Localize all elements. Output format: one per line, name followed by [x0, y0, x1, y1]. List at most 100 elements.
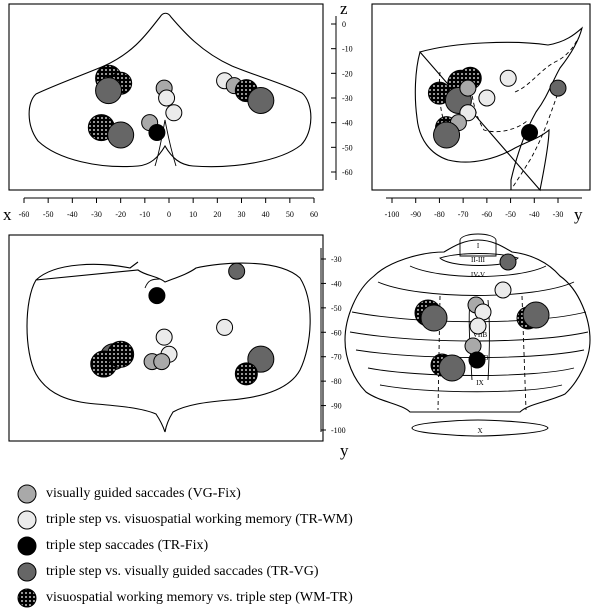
activation-point-tr-vg — [95, 77, 123, 105]
coronal-frame — [8, 3, 324, 191]
y-axis-ruler-top: -100-90-80-70-60-50-40-30 y — [385, 197, 583, 224]
y-tick-label: -90 — [410, 210, 421, 219]
lobule-label: VIIB — [473, 331, 488, 339]
activation-point-tr-vg — [438, 354, 466, 382]
z-tick-label: -10 — [342, 45, 353, 54]
activation-point-wm-tr — [107, 340, 135, 368]
activation-point-tr-wm — [216, 318, 234, 336]
y-axial-tick-label: -30 — [331, 255, 342, 264]
lobule-label: IX — [476, 379, 483, 387]
activation-point-tr-wm — [499, 69, 517, 87]
axial-points — [90, 262, 275, 386]
axial-panel — [8, 234, 324, 442]
sagittal-cerebellum-outline — [414, 26, 583, 192]
activation-point-tr-vg — [107, 121, 135, 149]
lobule-II-III — [439, 253, 519, 266]
lobule-label: I — [477, 242, 480, 250]
x-tick-label: -30 — [91, 210, 102, 219]
sagittal-frame — [371, 3, 591, 191]
lobule-label: IV-V — [471, 271, 485, 279]
z-axis-label: z — [340, 0, 348, 18]
activation-point-tr-fix — [468, 351, 486, 369]
activation-point-tr-vg — [499, 253, 517, 271]
y-axial-tick-label: -90 — [331, 402, 342, 411]
sagittal-panel — [371, 3, 591, 192]
lobule-X — [411, 419, 549, 437]
z-tick-label: -30 — [342, 94, 353, 103]
activation-point-tr-wm — [158, 89, 176, 107]
lobule-IV-V-line — [409, 265, 547, 277]
legend-label-tr-wm: triple step vs. visuospatial working mem… — [46, 512, 353, 527]
activation-point-tr-vg — [549, 79, 567, 97]
lobule-VI-line — [377, 281, 575, 296]
coronal-cerebellum-outline — [28, 12, 312, 168]
sagittal-points — [427, 66, 567, 149]
activation-point-tr-vg — [228, 262, 246, 280]
z-axis-ruler: 0-10-20-30-40-50-60 z — [331, 0, 353, 180]
coronal-panel — [8, 3, 324, 191]
legend-swatch-vg-fix — [17, 484, 37, 504]
x-tick-label: -60 — [19, 210, 30, 219]
activation-point-tr-wm — [469, 317, 487, 335]
flatmap-dash-left — [437, 295, 441, 411]
sagittal-dash-4 — [511, 87, 561, 189]
y-axial-tick-label: -70 — [331, 353, 342, 362]
y-tick-label: -40 — [529, 210, 540, 219]
sagittal-dash-2 — [469, 67, 529, 133]
activation-point-vg-fix — [459, 79, 477, 97]
x-tick-label: -50 — [43, 210, 54, 219]
flatmap-dash-right — [521, 295, 527, 411]
x-tick-label: -10 — [139, 210, 150, 219]
z-tick-label: -40 — [342, 119, 353, 128]
y-tick-label: -60 — [482, 210, 493, 219]
y-axis-label-bottom: y — [340, 441, 349, 460]
legend-swatch-wm-tr — [17, 588, 37, 608]
lobule-label: X — [477, 427, 482, 435]
legend-swatch-tr-fix — [17, 536, 37, 556]
x-tick-label: 60 — [310, 210, 318, 219]
x-tick-label: 20 — [213, 210, 221, 219]
y-axial-tick-label: -80 — [331, 377, 342, 386]
axial-cerebellum-outline — [26, 261, 311, 433]
z-tick-label: -50 — [342, 143, 353, 152]
axial-frame — [8, 234, 324, 442]
activation-point-tr-wm — [478, 89, 496, 107]
x-tick-label: 0 — [167, 210, 171, 219]
activation-point-tr-fix — [521, 124, 539, 142]
y-tick-label: -100 — [385, 210, 400, 219]
lobule-I — [459, 233, 497, 257]
x-tick-label: 50 — [286, 210, 294, 219]
x-tick-label: -20 — [115, 210, 126, 219]
coronal-vermis-notch — [154, 119, 177, 167]
activation-point-vg-fix — [153, 353, 171, 371]
y-axial-tick-label: -50 — [331, 304, 342, 313]
y-axis-ruler-bottom: -30-40-50-60-70-80-90-100 y — [320, 248, 349, 460]
legend-swatch-tr-wm — [17, 510, 37, 530]
activation-point-tr-vg — [433, 121, 461, 149]
coronal-points — [87, 64, 275, 149]
legend-label-tr-vg: triple step vs. visually guided saccades… — [46, 564, 319, 579]
activation-point-tr-vg — [522, 301, 550, 329]
legend-label-vg-fix: visually guided saccades (VG-Fix) — [46, 486, 241, 501]
z-tick-label: -60 — [342, 168, 353, 177]
activation-point-vg-fix — [464, 337, 482, 355]
y-axial-tick-label: -60 — [331, 328, 342, 337]
flatmap-points — [414, 253, 550, 382]
x-tick-label: 40 — [262, 210, 270, 219]
sagittal-dash-3 — [514, 37, 579, 93]
y-tick-label: -70 — [458, 210, 469, 219]
legend-label-wm-tr: visuospatial working memory vs. triple s… — [46, 590, 353, 605]
y-axis-label-top: y — [574, 205, 583, 224]
x-tick-label: 30 — [238, 210, 246, 219]
x-axis-label: x — [3, 205, 12, 224]
y-tick-label: -80 — [434, 210, 445, 219]
legend-label-tr-fix: triple step saccades (TR-Fix) — [46, 538, 209, 553]
y-axial-tick-label: -100 — [331, 426, 346, 435]
activation-point-tr-wm — [494, 281, 512, 299]
y-tick-label: -30 — [553, 210, 564, 219]
activation-point-tr-wm — [155, 328, 173, 346]
flatmap-outer-outline — [344, 239, 591, 413]
